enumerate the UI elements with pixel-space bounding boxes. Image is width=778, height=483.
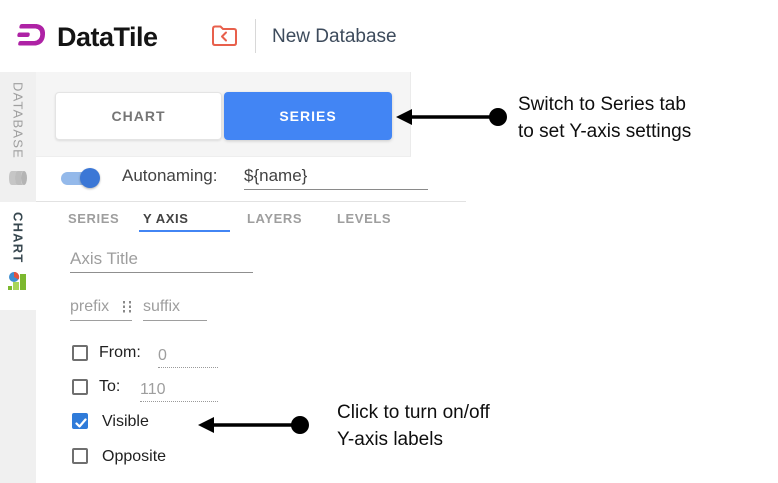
from-value-input[interactable] <box>158 344 218 368</box>
database-title: New Database <box>272 26 397 47</box>
to-value-input[interactable] <box>140 378 218 402</box>
sidebar-item-label: DATABASE <box>10 82 26 160</box>
autonaming-label: Autonaming: <box>122 166 218 185</box>
opposite-checkbox[interactable] <box>72 448 88 464</box>
annotation-visible-checkbox: Click to turn on/off Y-axis labels <box>337 399 490 453</box>
opposite-label: Opposite <box>102 448 167 465</box>
autonaming-input[interactable] <box>244 162 428 190</box>
to-checkbox[interactable] <box>72 379 88 395</box>
subtab-series[interactable]: SERIES <box>68 211 120 226</box>
subtab-levels[interactable]: LEVELS <box>337 211 392 226</box>
back-to-folder-icon[interactable] <box>210 22 238 49</box>
series-tab-arrow <box>396 104 510 135</box>
visible-checkbox-arrow <box>198 412 312 443</box>
sidebar: DATABASE CHART <box>0 72 36 483</box>
to-label: To: <box>99 378 121 395</box>
tab-chart[interactable]: CHART <box>55 92 222 140</box>
annotation-line: Switch to Series tab <box>518 94 686 115</box>
brand-name: DataTile <box>57 22 158 52</box>
annotation-series-tab: Switch to Series tab to set Y-axis setti… <box>518 91 691 145</box>
sidebar-item-database[interactable]: DATABASE <box>0 82 36 200</box>
prefix-cursor-icon <box>121 300 133 314</box>
visible-checkbox[interactable] <box>72 413 88 429</box>
database-icon <box>7 167 29 194</box>
tab-series[interactable]: SERIES <box>224 92 392 140</box>
series-settings-panel: CHART SERIES Autonaming: SERIES Y AXIS L… <box>36 72 466 483</box>
sidebar-item-chart[interactable]: CHART <box>0 202 36 310</box>
header: DataTile New Database <box>0 0 778 72</box>
subtab-y-axis[interactable]: Y AXIS <box>143 211 189 226</box>
axis-title-input[interactable] <box>70 245 253 273</box>
visible-label: Visible <box>102 413 149 430</box>
suffix-input[interactable] <box>143 294 207 321</box>
chart-icon <box>8 271 28 297</box>
from-label: From: <box>99 344 141 361</box>
header-divider <box>255 19 256 53</box>
panel-divider <box>36 201 466 202</box>
active-subtab-underline <box>139 230 230 232</box>
annotation-line: Click to turn on/off <box>337 402 490 423</box>
subtab-layers[interactable]: LAYERS <box>247 211 303 226</box>
datatile-logo-icon <box>14 17 50 58</box>
sidebar-item-label: CHART <box>10 212 26 264</box>
datatile-logo[interactable]: DataTile <box>14 17 158 58</box>
autonaming-toggle[interactable] <box>58 167 100 189</box>
toggle-thumb <box>80 168 100 188</box>
prefix-input[interactable] <box>70 294 132 321</box>
annotation-line: Y-axis labels <box>337 429 443 450</box>
annotation-line: to set Y-axis settings <box>518 121 692 142</box>
from-checkbox[interactable] <box>72 345 88 361</box>
